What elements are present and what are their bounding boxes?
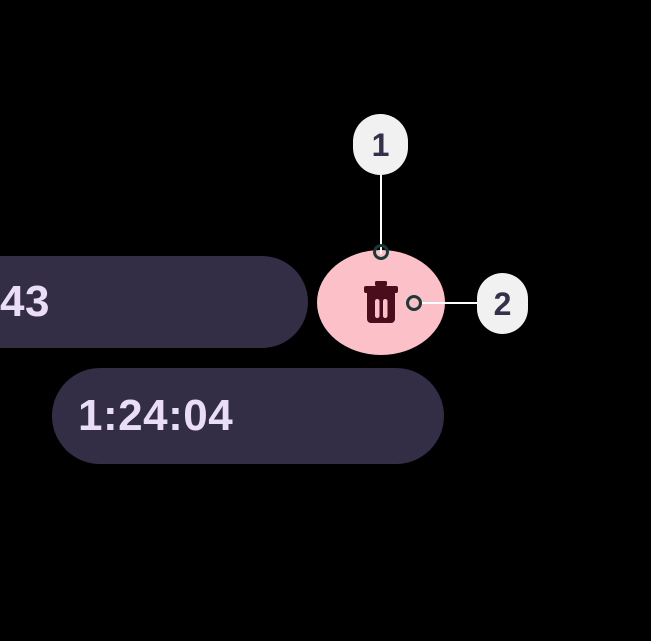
callout-2-anchor-ring [406,295,422,311]
callout-badge-2-label: 2 [493,285,512,322]
callout-badge-1-label: 1 [371,126,390,163]
timer-pill-label: 1:24:04 [78,391,234,440]
callout-badge-1[interactable]: 1 [353,114,408,175]
timer-pill[interactable]: 1:24:04 [52,368,444,464]
count-pill[interactable]: 43 [0,256,308,348]
callout-1-leader-line [380,174,382,254]
count-pill-label: 43 [0,277,50,326]
callout-badge-2[interactable]: 2 [477,273,528,334]
callout-2-leader-line [420,302,478,304]
callout-1-anchor-ring [373,244,389,260]
trash-icon [360,280,402,325]
